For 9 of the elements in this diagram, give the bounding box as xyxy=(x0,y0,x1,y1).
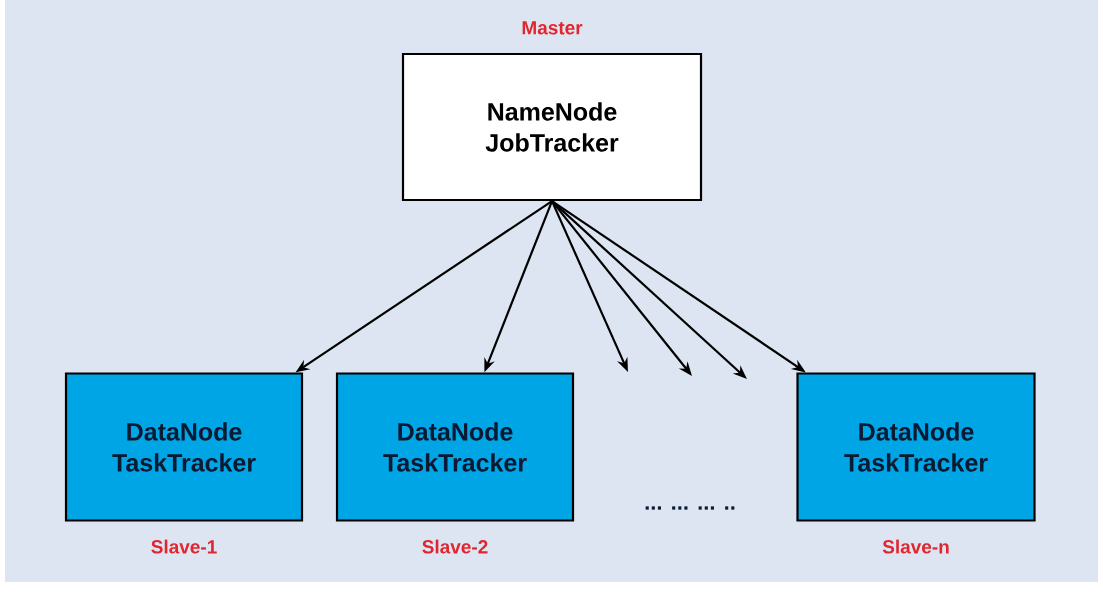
node-box: DataNode TaskTracker xyxy=(335,372,575,522)
node-caption: Slave-n xyxy=(882,539,949,554)
node-box: DataNode TaskTracker xyxy=(796,372,1036,522)
node-caption: Slave-2 xyxy=(422,539,488,554)
node-box: NameNode JobTracker xyxy=(401,52,703,202)
node-caption: Slave-1 xyxy=(151,539,217,554)
ellipsis-text: ... ... ... .. xyxy=(645,506,735,510)
node-box: DataNode TaskTracker xyxy=(64,372,304,522)
node-caption: Master xyxy=(522,21,583,35)
